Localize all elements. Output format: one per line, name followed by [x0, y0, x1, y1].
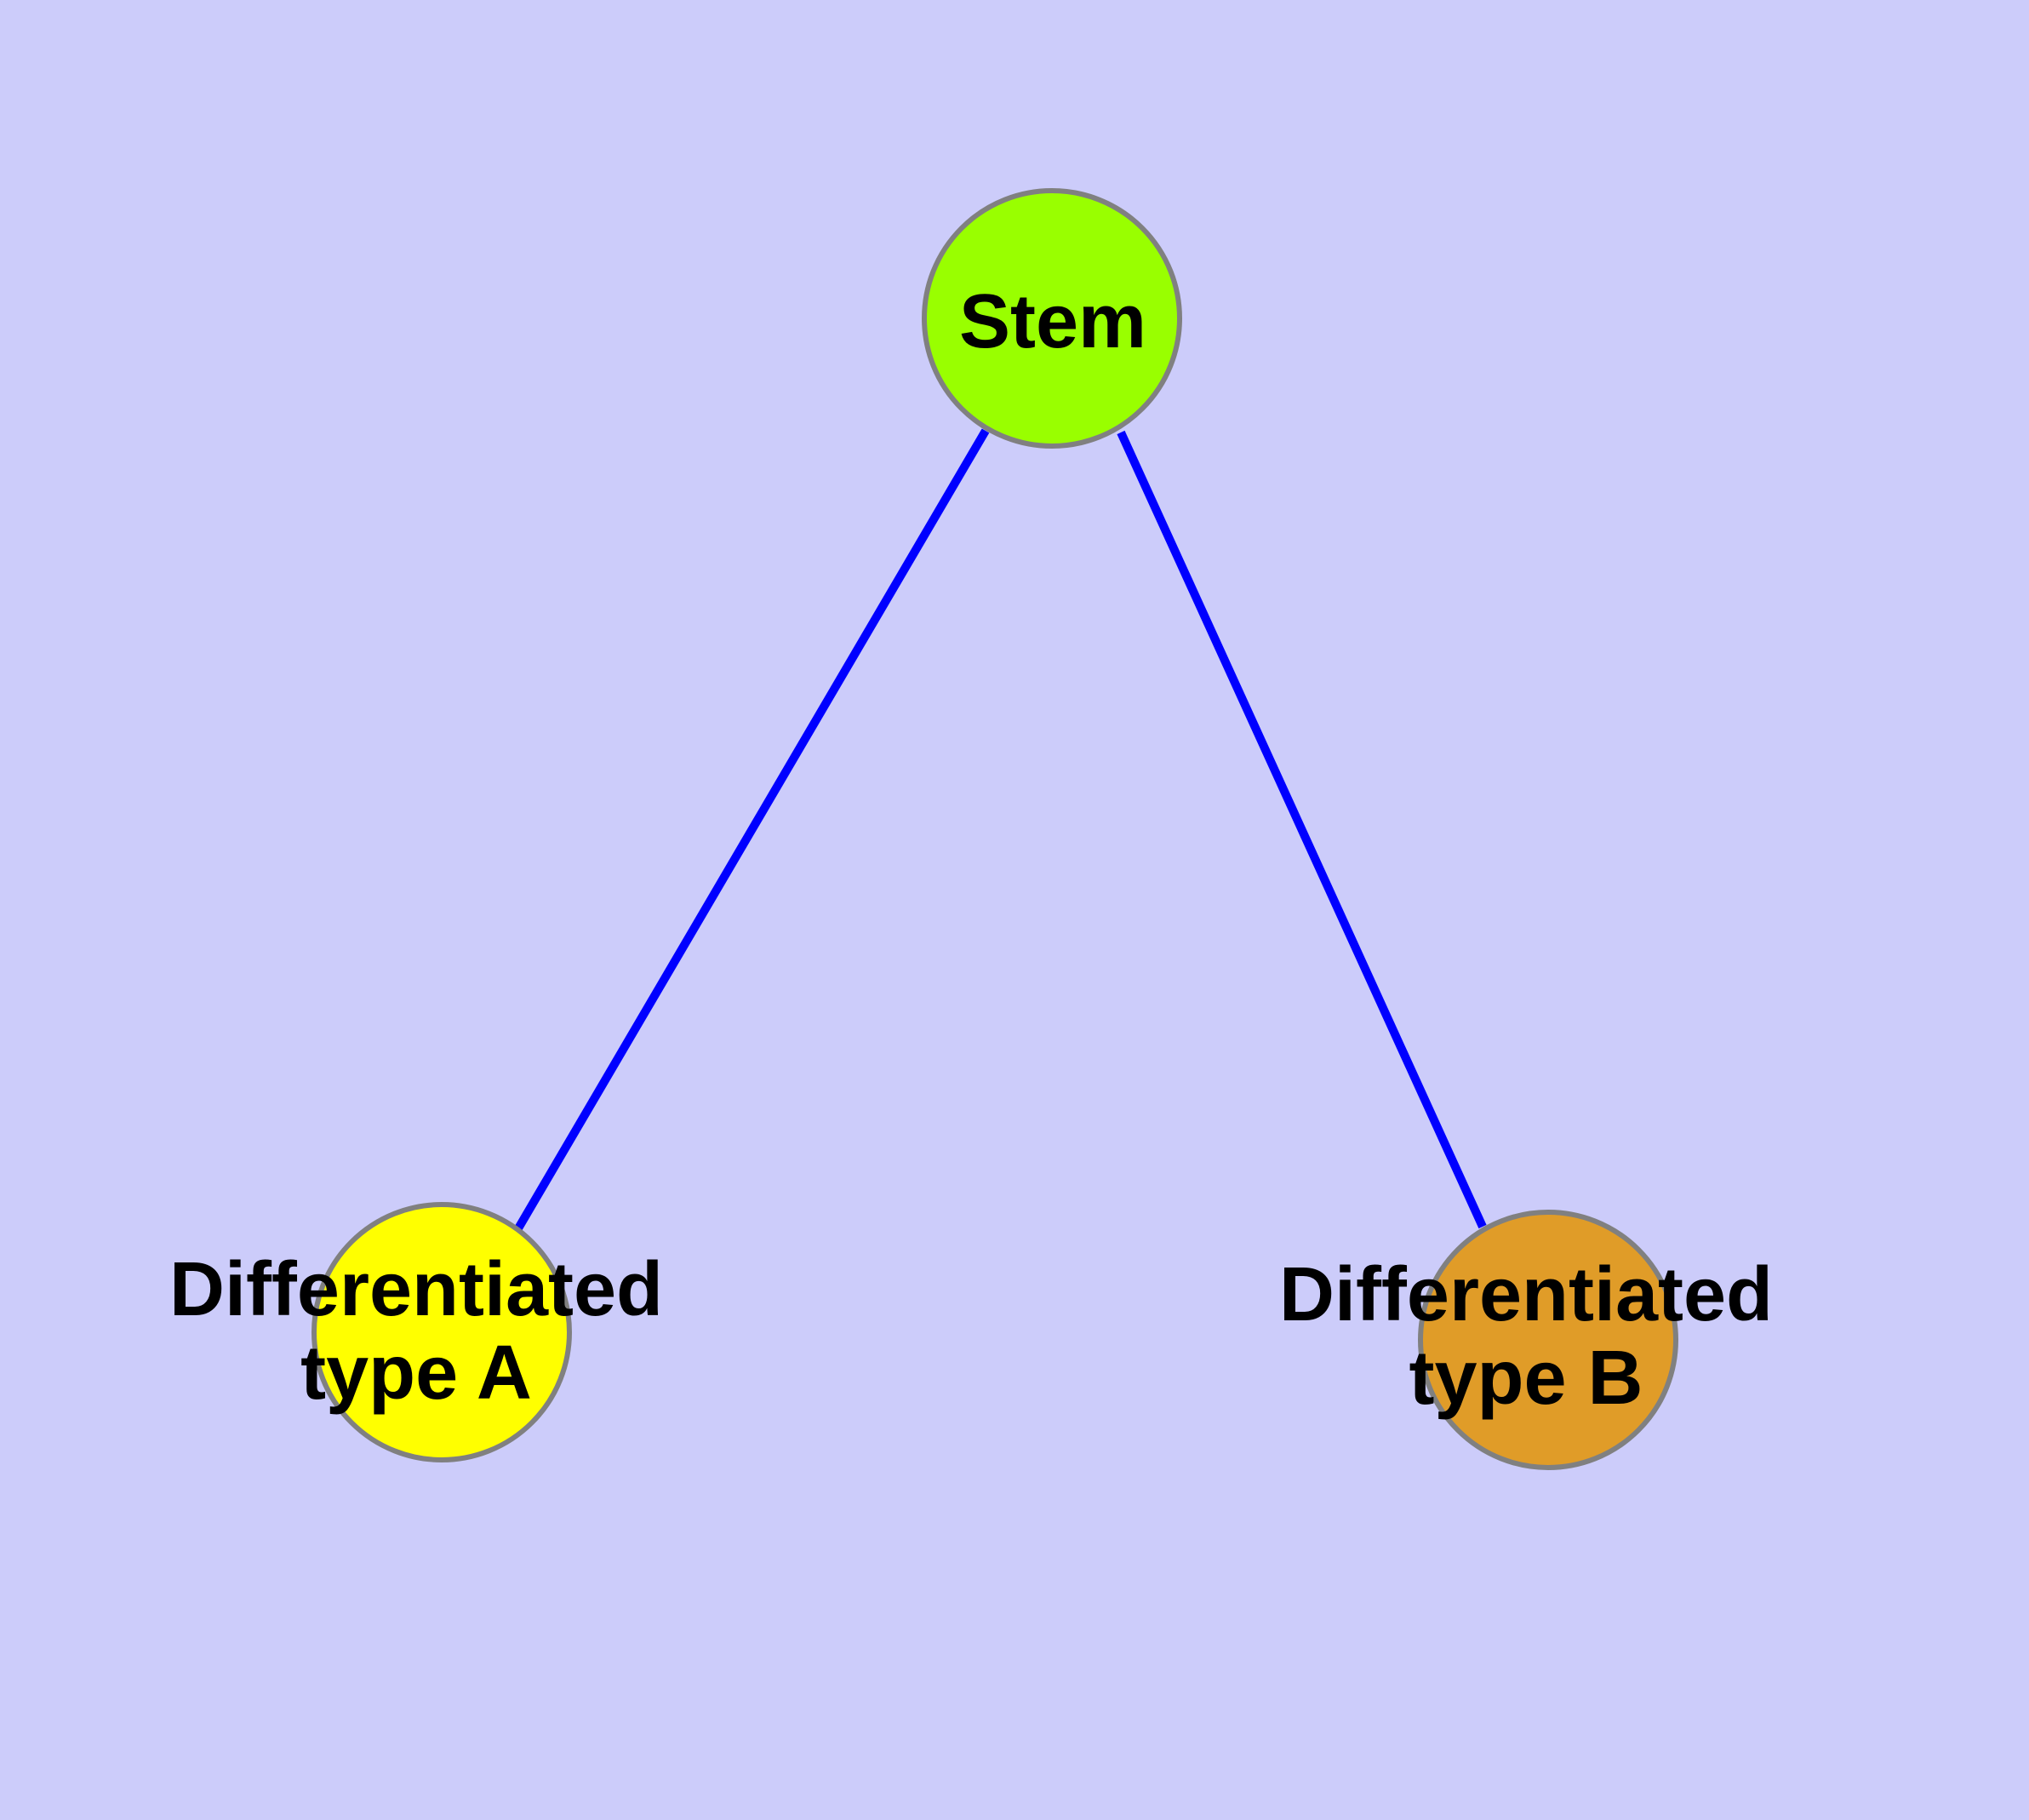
node-label-line: type A [300, 1331, 532, 1416]
edge-stem-to-diff-b[interactable] [1117, 430, 1487, 1229]
edges-layer [514, 428, 1487, 1231]
nodes-layer [311, 188, 1678, 1470]
node-label-line: Differentiated [169, 1247, 663, 1332]
node-label-line: type B [1409, 1336, 1643, 1421]
node-label-line: Differentiated [1279, 1252, 1773, 1337]
node-label-stem: Stem [959, 279, 1146, 364]
node-label-line: Stem [959, 279, 1146, 364]
node-diff-b[interactable] [1418, 1210, 1678, 1470]
edge-stem-to-diff-a[interactable] [514, 428, 990, 1231]
node-stem[interactable] [922, 188, 1182, 449]
node-diff-a[interactable] [311, 1202, 572, 1462]
